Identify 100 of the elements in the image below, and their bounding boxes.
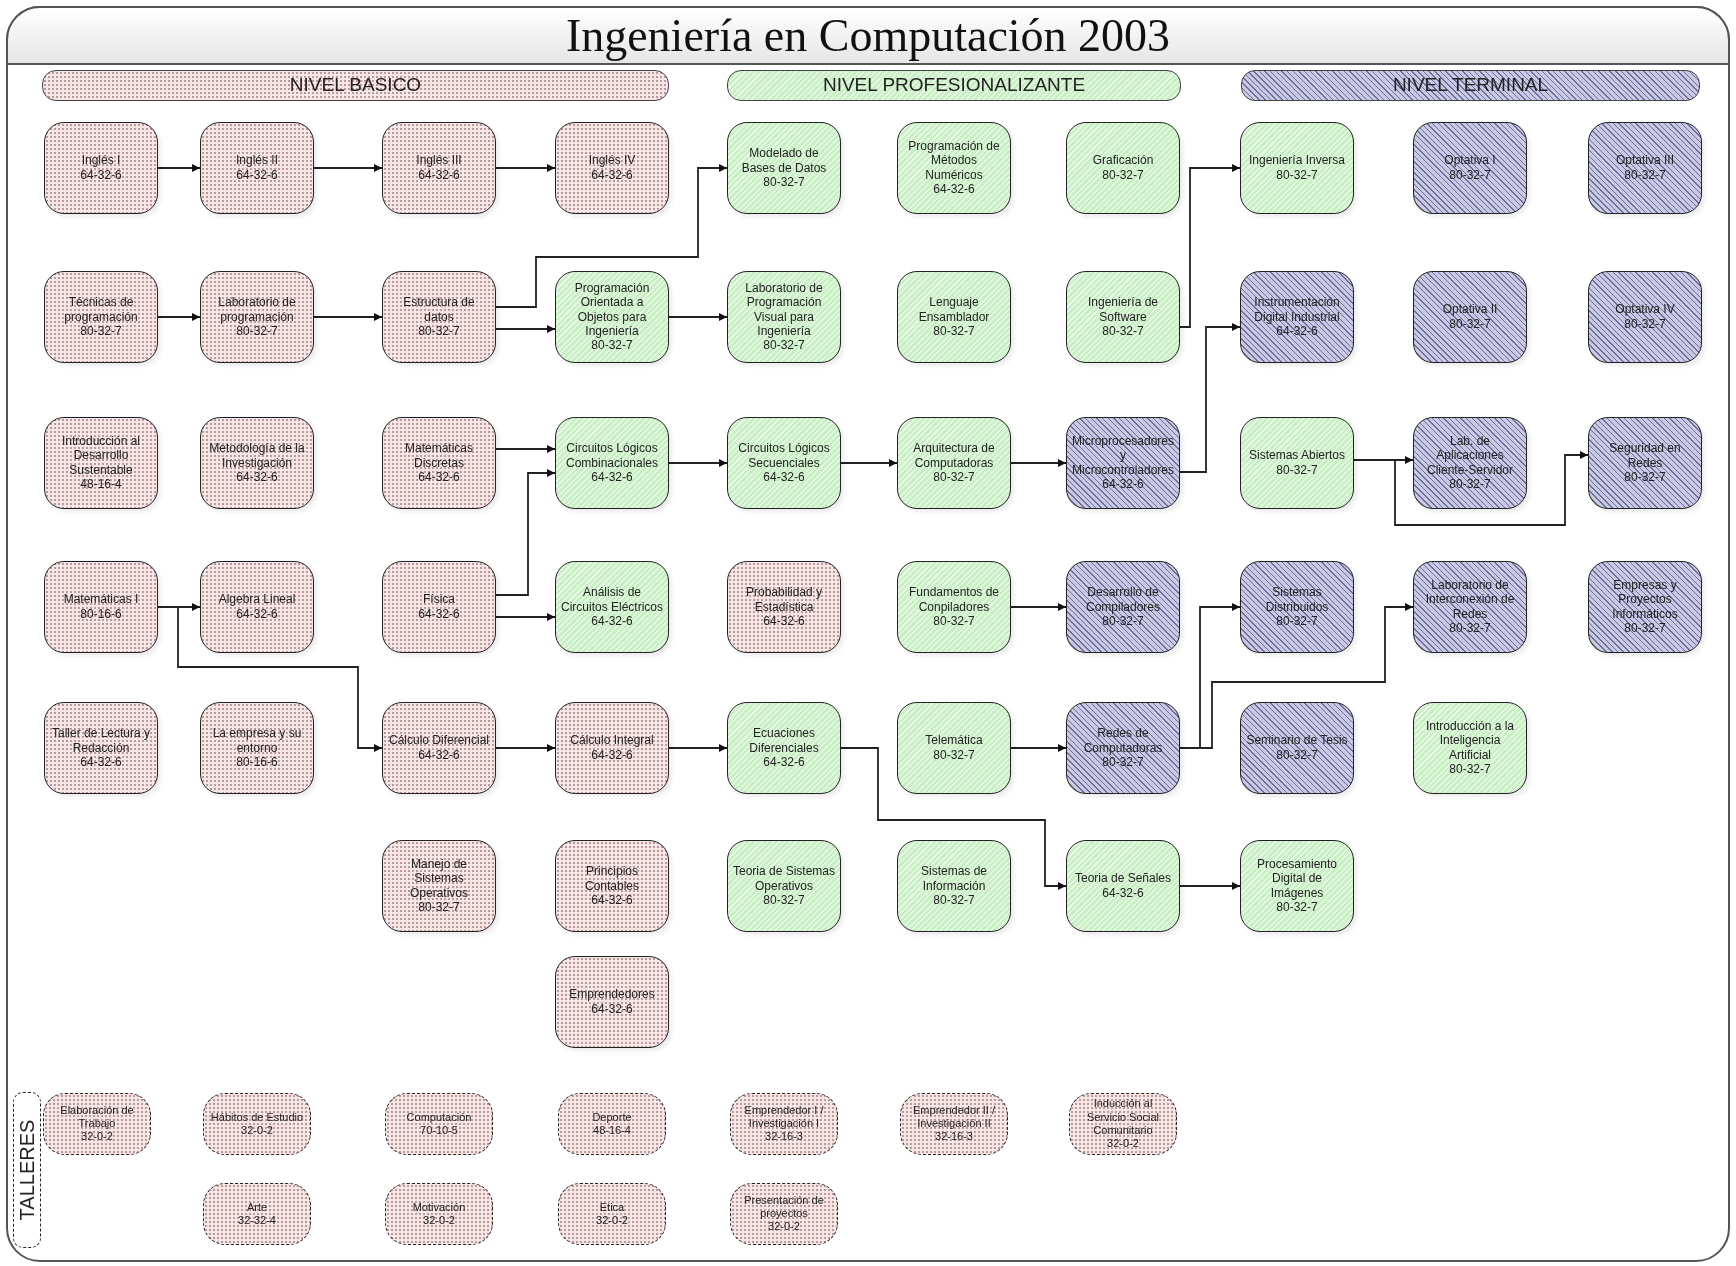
course-box	[897, 840, 1011, 932]
course-name: Laboratorio de programación	[217, 295, 297, 324]
level-label: NIVEL TERMINAL	[1392, 74, 1549, 97]
course-name: Etica	[599, 1200, 625, 1214]
course-name: Fundamentos de Conpiladores	[907, 585, 1001, 614]
course-box	[1413, 417, 1527, 509]
course-hours: 80-32-7	[763, 174, 805, 190]
course-name: Inglés IV	[588, 153, 636, 168]
course-hours: 80-32-7	[1449, 762, 1491, 778]
course-hours: 80-32-7	[1276, 167, 1318, 183]
course-hours: 80-32-7	[933, 469, 975, 485]
course-name: Lenguaje Ensamblador	[917, 295, 991, 324]
course-hours: 80-32-7	[1449, 477, 1491, 493]
course-box	[382, 561, 496, 653]
course-hours: 80-32-7	[591, 338, 633, 354]
workshop-box	[900, 1093, 1008, 1155]
course-box	[1240, 417, 1354, 509]
course-box	[1240, 840, 1354, 932]
course-box	[44, 702, 158, 794]
course-name: Sistemas Abiertos	[1248, 448, 1345, 463]
workshop-box	[385, 1183, 493, 1245]
level-label: NIVEL PROFESIONALIZANTE	[822, 74, 1086, 97]
arrow	[157, 606, 383, 752]
course-box	[200, 122, 314, 214]
course-box	[897, 271, 1011, 363]
course-hours: 32-0-2	[81, 1130, 113, 1145]
course-box	[1240, 271, 1354, 363]
course-box	[382, 417, 496, 509]
level-banner	[727, 70, 1181, 101]
course-box	[1066, 417, 1180, 509]
course-hours: 32-0-2	[1107, 1136, 1139, 1151]
course-box	[1240, 561, 1354, 653]
workshop-band	[13, 1092, 41, 1248]
course-box	[727, 561, 841, 653]
arrow	[313, 164, 383, 172]
course-hours: 64-32-6	[591, 469, 633, 485]
workshop-box	[730, 1093, 838, 1155]
course-box	[1588, 417, 1702, 509]
course-hours: 64-32-6	[236, 167, 278, 183]
workshop-box	[558, 1183, 666, 1245]
course-hours: 80-32-7	[1102, 754, 1144, 770]
arrow	[1179, 323, 1241, 473]
course-name: Cálculo Diferencial	[388, 733, 489, 748]
arrow	[1010, 459, 1067, 467]
course-name: Elaboración de Trabajo	[59, 1103, 135, 1131]
course-hours: 80-32-7	[933, 613, 975, 629]
course-hours: 80-16-6	[236, 754, 278, 770]
course-hours: 80-32-7	[418, 900, 460, 916]
course-box	[1066, 122, 1180, 214]
course-name: Lab. de Aplicaciones Cliente-Servidor	[1425, 433, 1514, 478]
course-hours: 80-32-7	[1449, 167, 1491, 183]
band-label: TALLERES	[15, 1119, 39, 1221]
course-name: Física	[423, 592, 455, 607]
course-name: Inglés I	[81, 153, 121, 168]
course-hours: 80-16-6	[80, 606, 122, 622]
course-hours: 80-32-7	[763, 338, 805, 354]
course-box	[1240, 122, 1354, 214]
course-hours: 80-32-7	[1276, 613, 1318, 629]
course-box	[727, 122, 841, 214]
arrow	[495, 164, 728, 308]
level-banner	[1241, 70, 1700, 101]
course-box	[382, 122, 496, 214]
course-name: Principios Contables	[583, 864, 640, 893]
course-name: Hábitos de Estudio	[210, 1110, 304, 1124]
workshop-box	[43, 1093, 151, 1155]
course-box	[555, 271, 669, 363]
course-hours: 80-32-7	[418, 323, 460, 339]
course-hours: 64-32-6	[591, 747, 633, 763]
course-name: Modelado de Bases de Datos	[740, 146, 828, 175]
workshop-box	[730, 1183, 838, 1245]
course-name: Deporte	[592, 1110, 632, 1124]
course-box	[555, 561, 669, 653]
course-box	[1413, 561, 1527, 653]
course-hours: 64-32-6	[418, 747, 460, 763]
arrow	[1179, 164, 1241, 328]
course-hours: 48-16-4	[80, 477, 122, 493]
course-name: Seminario de Tesis	[1246, 733, 1348, 748]
course-box	[1588, 561, 1702, 653]
course-name: Probabilidad y Estadística	[744, 585, 824, 614]
course-name: Circuitos Lógicos Secuenciales	[737, 441, 831, 470]
course-name: Optativa IV	[1615, 302, 1675, 317]
arrow	[840, 747, 1067, 890]
course-name: Programación Orientada a Objetos para Ingeniería	[573, 280, 651, 339]
course-box	[1413, 271, 1527, 363]
course-box	[200, 702, 314, 794]
course-name: Arte	[246, 1200, 268, 1214]
course-hours: 80-32-7	[1624, 621, 1666, 637]
course-name: Teoria de Sistemas Operativos	[732, 864, 836, 893]
course-hours: 64-32-6	[236, 469, 278, 485]
arrow	[1010, 744, 1067, 752]
course-name: Cálculo Integral	[570, 733, 654, 748]
course-hours: 80-32-7	[1624, 316, 1666, 332]
course-hours: 32-0-2	[423, 1213, 455, 1228]
course-box	[382, 702, 496, 794]
workshop-box	[1069, 1093, 1177, 1155]
course-name: Emprendedores	[569, 987, 655, 1002]
course-hours: 64-32-6	[236, 606, 278, 622]
course-hours: 32-16-3	[765, 1130, 803, 1145]
arrow	[840, 459, 898, 467]
course-hours: 32-16-3	[935, 1130, 973, 1145]
